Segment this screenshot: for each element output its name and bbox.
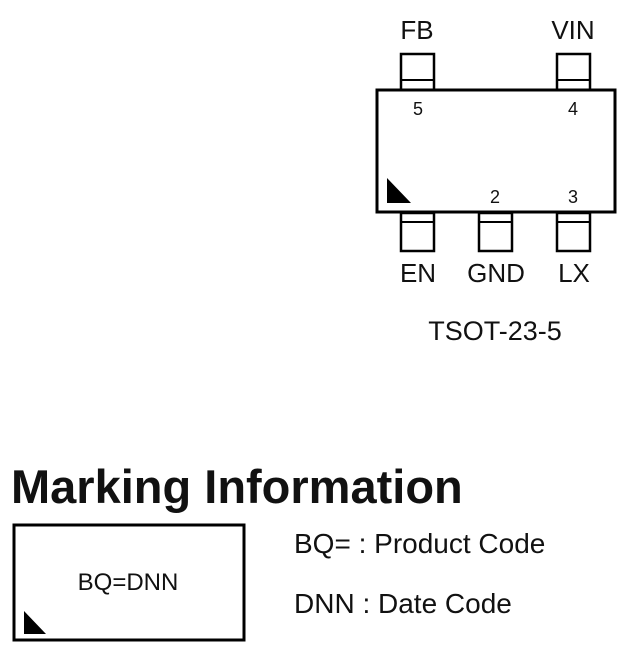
pin-3-number: 3: [568, 187, 578, 207]
marking-section: Marking Information BQ=DNN BQ= : Product…: [11, 460, 545, 642]
marking-pin-1-marker-triangle: [24, 611, 46, 634]
package-name: TSOT-23-5: [428, 316, 562, 346]
pin-4-lead: [555, 52, 592, 92]
pin-2-lead: [477, 211, 514, 253]
marking-package-top: [12, 523, 246, 642]
pin-5-name: FB: [400, 15, 433, 45]
pin-3-lead: [555, 211, 592, 253]
pin-5-lead: [399, 52, 436, 92]
pin-2-number: 2: [490, 187, 500, 207]
pin-1-name: EN: [400, 258, 436, 288]
package-body: [375, 88, 617, 214]
marking-heading: Marking Information: [11, 460, 463, 513]
pin-4-name: VIN: [551, 15, 594, 45]
pin-4-number: 4: [568, 99, 578, 119]
pin-5-number: 5: [413, 99, 423, 119]
pin-3-name: LX: [558, 258, 590, 288]
marking-code: BQ=DNN: [78, 569, 179, 596]
pin-1-marker-triangle: [387, 178, 411, 203]
pin-2-name: GND: [467, 258, 525, 288]
pin-1-lead: [399, 211, 436, 253]
legend-product-code: BQ= : Product Code: [294, 528, 545, 559]
package-pinout: FB VIN 5 4 2 3 EN GND LX TSOT-23-5: [375, 15, 617, 346]
legend-date-code: DNN : Date Code: [294, 588, 512, 619]
